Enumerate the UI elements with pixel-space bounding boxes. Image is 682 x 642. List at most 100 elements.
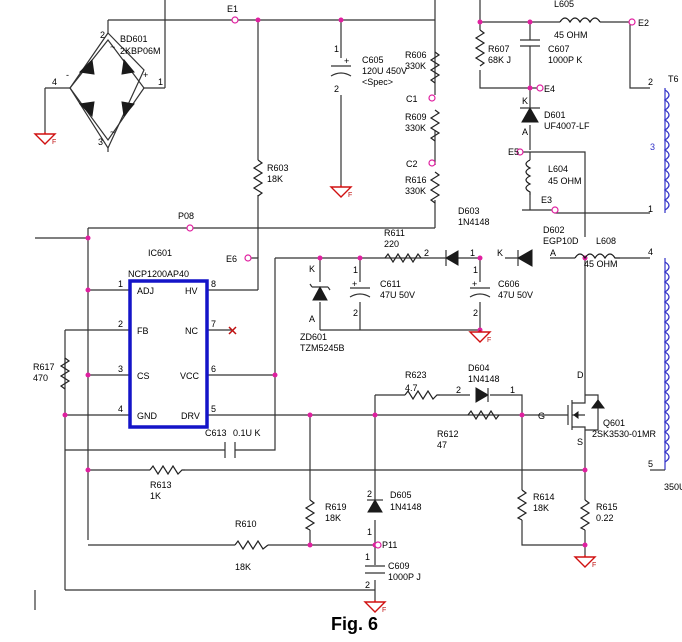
testpoint-e6 bbox=[244, 254, 252, 262]
d602-ref: D602 bbox=[543, 225, 565, 235]
inductor-l608: L608 45 OHM bbox=[574, 236, 620, 269]
ic601-pin-num-5: 5 bbox=[211, 404, 216, 414]
ground-icon: F bbox=[33, 132, 57, 146]
c613-value: 0.1U K bbox=[233, 428, 261, 438]
testpoint-e5 bbox=[516, 148, 524, 156]
bd601-minus: - bbox=[66, 70, 69, 80]
r617-value: 470 bbox=[33, 373, 48, 383]
ic601-pin-num-6: 6 bbox=[211, 364, 216, 374]
l605-ref: L605 bbox=[554, 0, 574, 9]
testpoint-e4 bbox=[536, 84, 544, 92]
c609-value: 1000P J bbox=[388, 572, 421, 582]
ic601-pin-name-4: GND bbox=[137, 411, 158, 421]
t6-pin2: 2 bbox=[648, 77, 653, 87]
ic601-pin-num-4: 4 bbox=[118, 404, 123, 414]
r606-value: 330K bbox=[405, 61, 426, 71]
r607-ref: R607 bbox=[488, 44, 510, 54]
ground-icon: F bbox=[363, 600, 387, 614]
q601-d: D bbox=[577, 370, 584, 380]
ic601-pin-name-7: NC bbox=[185, 326, 198, 336]
c613-ref: C613 bbox=[205, 428, 227, 438]
testpoint-e3-label: E3 bbox=[541, 195, 552, 205]
l605-value: 45 OHM bbox=[554, 30, 588, 40]
resistor-r610: R610 18K bbox=[234, 519, 269, 572]
r603-ref: R603 bbox=[267, 163, 289, 173]
ic601-pin-name-1: ADJ bbox=[137, 286, 154, 296]
r612-ref: R612 bbox=[437, 429, 459, 439]
svg-text:F: F bbox=[592, 562, 596, 569]
r623-ref: R623 bbox=[405, 370, 427, 380]
c609-ref: C609 bbox=[388, 561, 410, 571]
t6-pin5: 5 bbox=[648, 459, 653, 469]
testpoint-p08 bbox=[186, 224, 194, 232]
r615-ref: R615 bbox=[596, 502, 618, 512]
testpoint-c1-label: C1 bbox=[406, 94, 418, 104]
c605-note: <Spec> bbox=[362, 77, 393, 87]
no-connect-icon bbox=[228, 326, 237, 335]
d601-part: UF4007-LF bbox=[544, 121, 590, 131]
resistor-r616: R616 330K bbox=[405, 171, 441, 204]
ic601-pin-num-7: 7 bbox=[211, 319, 216, 329]
resistor-r609: R609 330K bbox=[405, 109, 441, 142]
c606-plus: + bbox=[472, 279, 477, 289]
resistor-r617: R617 470 bbox=[33, 357, 71, 390]
testpoint-c2-label: C2 bbox=[406, 159, 418, 169]
ic601-pin-name-2: FB bbox=[137, 326, 149, 336]
d603-part: 1N4148 bbox=[458, 217, 490, 227]
c605-plus: + bbox=[344, 56, 349, 66]
resistor-r623: R623 4.7 bbox=[404, 370, 440, 401]
d602-k: K bbox=[497, 248, 503, 258]
resistor-r603: R603 18K bbox=[252, 159, 289, 197]
testpoint-e1 bbox=[231, 16, 239, 24]
capacitor-c611: + 1 2 C611 47U 50V bbox=[349, 265, 415, 318]
t6-pin1: 1 bbox=[648, 204, 653, 214]
ic601-pin-name-5: DRV bbox=[181, 411, 200, 421]
svg-text:F: F bbox=[487, 337, 491, 344]
q601-g: G bbox=[538, 411, 545, 421]
r612-value: 47 bbox=[437, 440, 447, 450]
bd601-pin1: 1 bbox=[158, 77, 163, 87]
c607-ref: C607 bbox=[548, 44, 570, 54]
r614-value: 18K bbox=[533, 503, 549, 513]
r615-value: 0.22 bbox=[596, 513, 614, 523]
c611-pin1: 1 bbox=[353, 265, 358, 275]
d605-part: 1N4148 bbox=[390, 502, 422, 512]
resistor-r615: R615 0.22 bbox=[579, 499, 618, 531]
ic601-pin-num-2: 2 bbox=[118, 319, 123, 329]
ground-icon: F bbox=[573, 555, 597, 569]
r616-value: 330K bbox=[405, 186, 426, 196]
r606-ref: R606 bbox=[405, 50, 427, 60]
zener-zd601: K A ZD601 TZM5245B bbox=[300, 264, 345, 353]
capacitor-c609: 1 2 C609 1000P J bbox=[365, 552, 421, 590]
resistor-r613: R613 1K bbox=[149, 464, 185, 501]
d603-pin2: 2 bbox=[424, 248, 429, 258]
mosfet-q601: G D S Q601 2SK3530-01MR bbox=[538, 370, 657, 447]
d603-pin1: 1 bbox=[470, 248, 475, 258]
r603-value: 18K bbox=[267, 174, 283, 184]
ground-symbols: F F F F F bbox=[33, 132, 597, 614]
bd601-pin4: 4 bbox=[52, 77, 57, 87]
t6-note: 350U bbox=[664, 482, 682, 492]
testpoint-c2 bbox=[428, 159, 436, 167]
diode-d604: 2 1 D604 1N4148 bbox=[456, 363, 515, 403]
d605-ref: D605 bbox=[390, 490, 412, 500]
zd601-part: TZM5245B bbox=[300, 343, 345, 353]
testpoint-e2 bbox=[628, 18, 636, 26]
zd601-ref: ZD601 bbox=[300, 332, 327, 342]
capacitor-c607: C607 1000P K bbox=[520, 39, 582, 65]
c609-pin2: 2 bbox=[365, 580, 370, 590]
d604-part: 1N4148 bbox=[468, 374, 500, 384]
bd601-plus: + bbox=[143, 70, 148, 80]
r611-ref: R611 bbox=[384, 228, 405, 238]
r619-value: 18K bbox=[325, 513, 341, 523]
ic601-pin-name-3: CS bbox=[137, 371, 150, 381]
testpoint-e5-label: E5 bbox=[508, 147, 519, 157]
resistor-r619: R619 18K bbox=[304, 499, 347, 531]
d602-a: A bbox=[550, 248, 556, 258]
q601-s: S bbox=[577, 437, 583, 447]
d604-pin2: 2 bbox=[456, 385, 461, 395]
r623-value: 4.7 bbox=[405, 383, 418, 393]
d604-ref: D604 bbox=[468, 363, 490, 373]
r616-ref: R616 bbox=[405, 175, 427, 185]
